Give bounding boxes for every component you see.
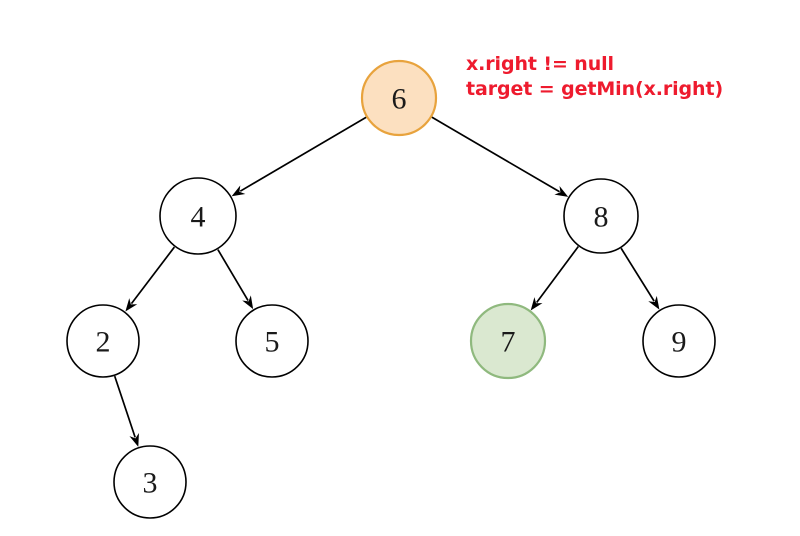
node-circle	[642, 304, 716, 378]
edge-arrowhead	[231, 185, 246, 197]
edge-arrowhead	[554, 185, 569, 197]
edge-arrowhead	[530, 297, 543, 311]
node-layer: 6 4 8 2 5 7 9 3	[66, 59, 716, 519]
node-circle	[235, 304, 309, 378]
edge-layer	[113, 116, 660, 447]
tree-edge	[113, 375, 136, 438]
tree-node-8[interactable]: 8	[563, 178, 639, 254]
node-label: 9	[672, 326, 687, 359]
node-label: 3	[143, 467, 158, 500]
edge-arrowhead	[242, 295, 254, 310]
tree-edge	[431, 116, 560, 193]
tree-edge	[535, 245, 580, 303]
edge-arrowhead	[129, 432, 139, 447]
tree-node-3[interactable]: 3	[113, 445, 187, 519]
tree-edge	[239, 116, 367, 192]
tree-node-6[interactable]: 6	[360, 59, 438, 137]
node-label: 4	[191, 201, 206, 234]
node-circle	[360, 59, 438, 137]
node-circle	[113, 445, 187, 519]
tree-node-7[interactable]: 7	[469, 302, 547, 380]
tree-edge	[217, 249, 249, 301]
node-label: 5	[265, 326, 280, 359]
node-circle	[66, 304, 140, 378]
annotation-line-assignment: target = getMin(x.right)	[466, 78, 724, 101]
tree-node-4[interactable]: 4	[159, 177, 237, 255]
edge-arrowhead	[648, 295, 660, 310]
node-label: 6	[392, 83, 407, 116]
tree-edge	[620, 247, 655, 302]
node-label: 7	[501, 326, 516, 359]
edge-arrowhead	[125, 298, 138, 312]
node-label: 8	[594, 201, 609, 234]
annotation-line-condition: x.right != null	[466, 53, 614, 75]
tree-edge	[130, 246, 176, 305]
node-circle	[469, 302, 547, 380]
tree-node-2[interactable]: 2	[66, 304, 140, 378]
tree-node-5[interactable]: 5	[235, 304, 309, 378]
node-circle	[159, 177, 237, 255]
tree-node-9[interactable]: 9	[642, 304, 716, 378]
node-label: 2	[96, 326, 111, 359]
annotation-block: x.right != null target = getMin(x.right)	[466, 52, 723, 102]
node-circle	[563, 178, 639, 254]
